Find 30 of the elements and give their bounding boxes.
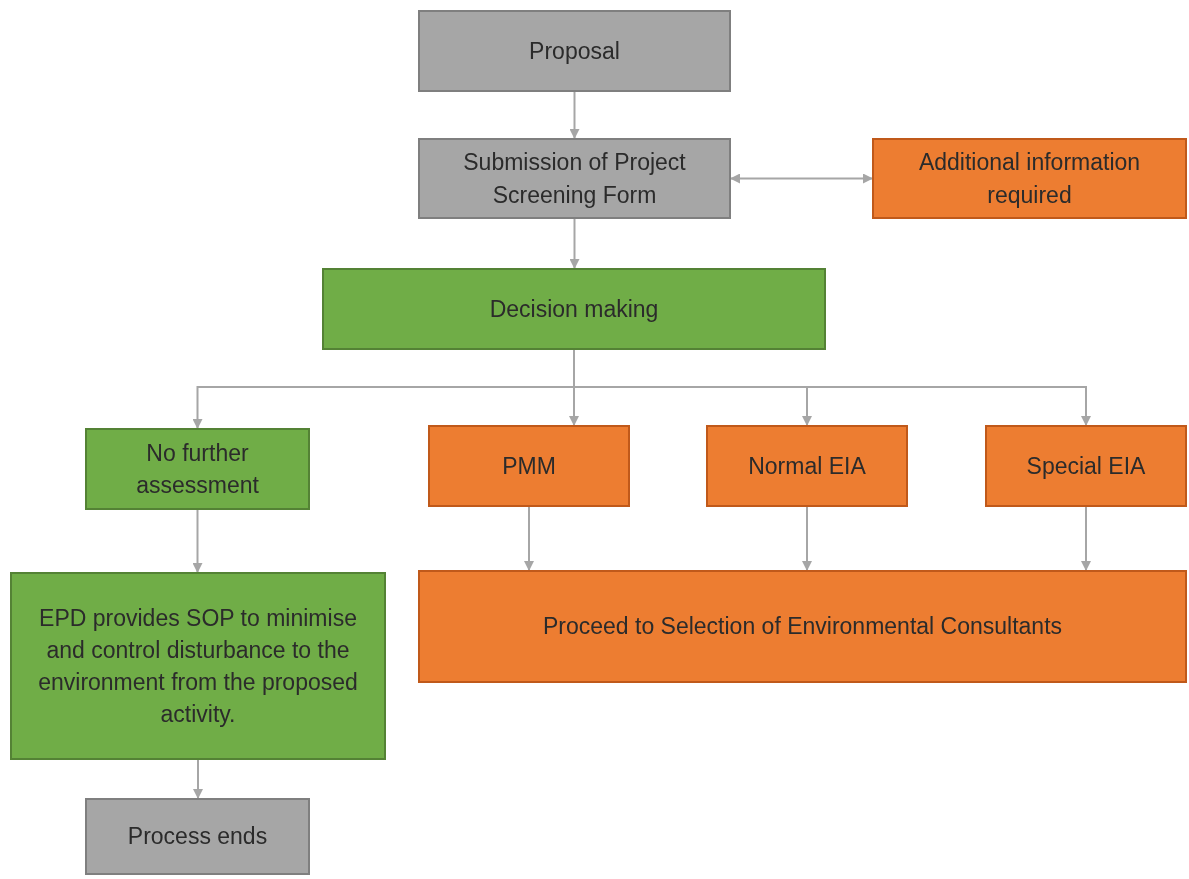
arrow bbox=[802, 506, 812, 571]
process-box bbox=[418, 10, 731, 92]
arrow bbox=[569, 218, 580, 269]
arrow bbox=[569, 91, 580, 139]
process-box bbox=[85, 798, 310, 875]
process-box bbox=[985, 425, 1187, 507]
box-label: Proposal bbox=[529, 36, 620, 66]
process-box bbox=[872, 138, 1187, 219]
process-box bbox=[85, 428, 310, 510]
box-label: Special EIA bbox=[1026, 451, 1146, 481]
box-label: EPD provides SOP to minimise and control disturbance to the environment from the proposed activity. bbox=[37, 603, 359, 730]
process-box bbox=[10, 572, 386, 760]
box-label: Normal EIA bbox=[748, 451, 866, 481]
box-label: Decision making bbox=[489, 294, 659, 324]
box-label: Proceed to Selection of Environmental Consultants bbox=[542, 612, 1063, 642]
process-box bbox=[428, 425, 630, 507]
arrow bbox=[730, 173, 873, 184]
box-label: No further assessment bbox=[135, 438, 260, 500]
arrow bbox=[193, 759, 203, 799]
arrow bbox=[1081, 506, 1091, 571]
process-box bbox=[418, 570, 1187, 683]
process-box bbox=[706, 425, 908, 507]
process-box bbox=[418, 138, 731, 219]
box-label: Process ends bbox=[127, 822, 268, 852]
box-label: Submission of Project Screening Form bbox=[462, 148, 687, 210]
arrow bbox=[524, 506, 534, 571]
box-label: PMM bbox=[502, 451, 556, 481]
box-label: Additional information required bbox=[917, 148, 1142, 210]
arrow bbox=[192, 509, 203, 573]
process-box bbox=[322, 268, 826, 350]
